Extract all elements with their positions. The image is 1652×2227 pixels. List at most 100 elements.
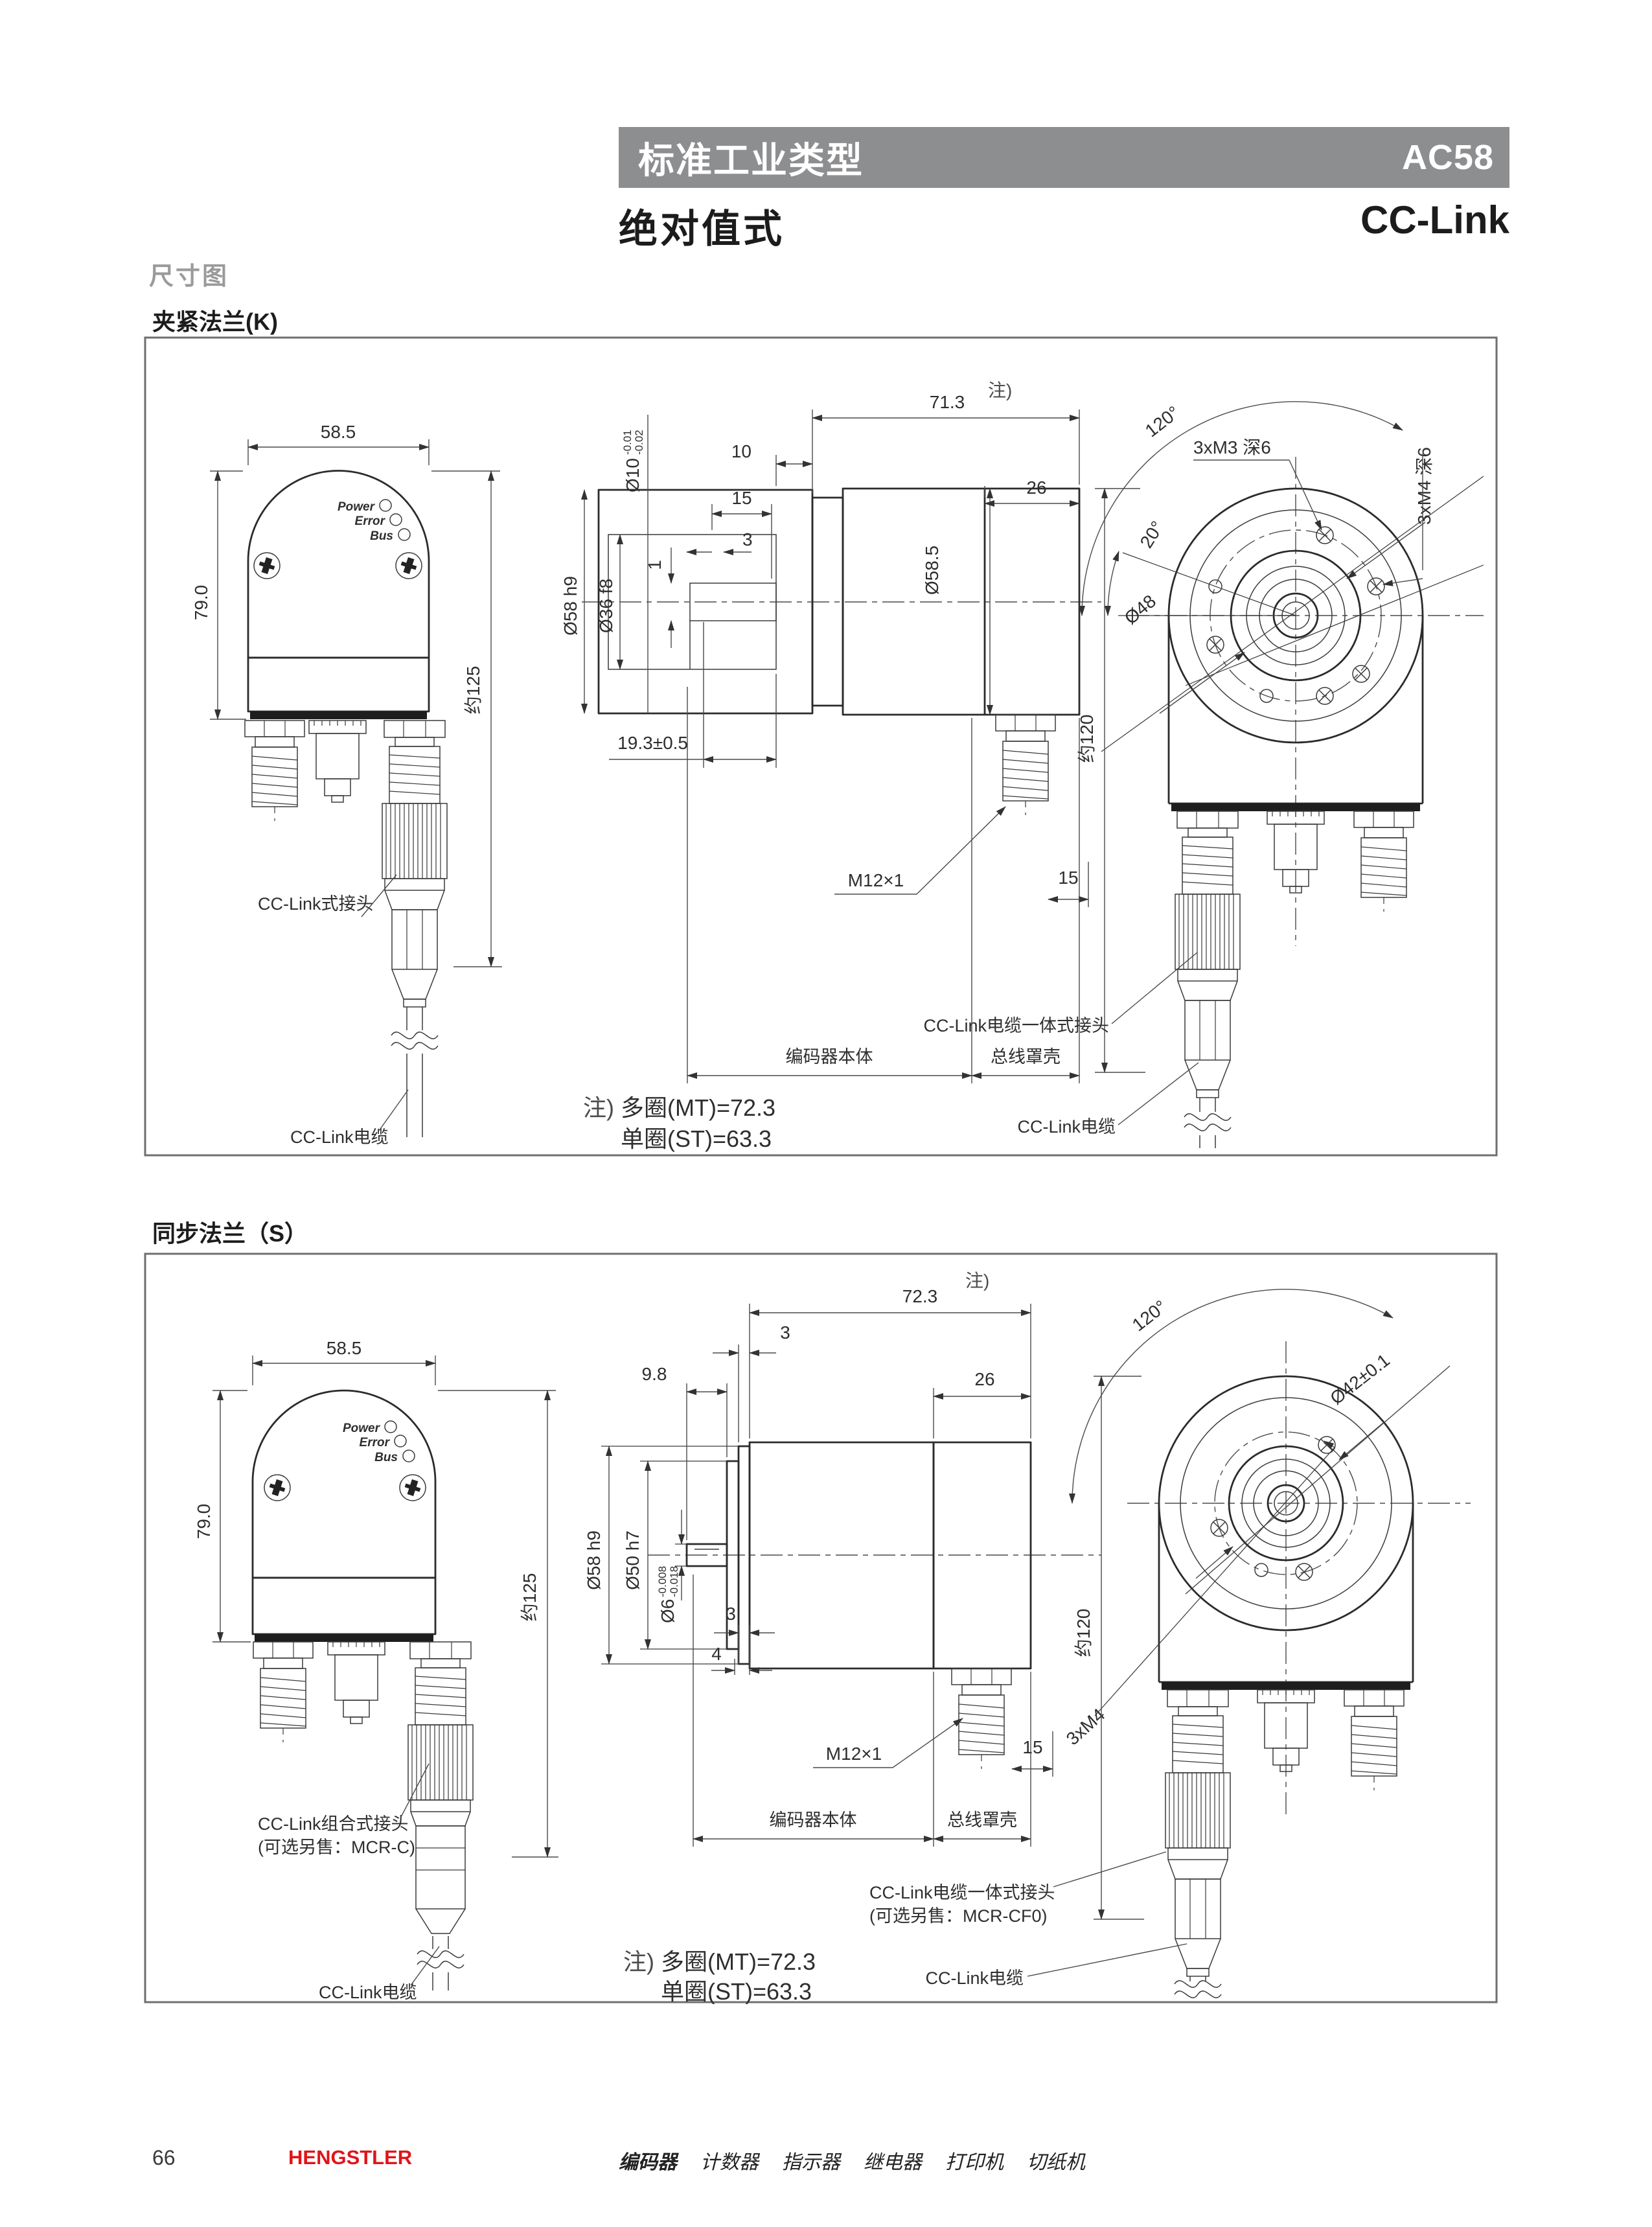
page-number: 66: [152, 2146, 176, 2169]
footer-item: 继电器: [864, 2152, 922, 2173]
footer-item: 打印机: [945, 2152, 1004, 2173]
svg-text:CC-Link电缆一体式接头: CC-Link电缆一体式接头: [869, 1883, 1055, 1902]
dim-flange-dia: Ø58 h9: [560, 489, 588, 714]
cable: [417, 1936, 465, 1990]
svg-text:19.3±0.5: 19.3±0.5: [617, 733, 688, 753]
svg-text:Ø36 f8: Ø36 f8: [596, 579, 616, 633]
footer-item: 编码器: [619, 2152, 677, 2173]
dim-shaft-dia: Ø10 -0.01 -0.02: [621, 415, 648, 713]
svg-text:编码器本体: 编码器本体: [786, 1047, 873, 1067]
svg-text:单圈(ST)=63.3: 单圈(ST)=63.3: [661, 1978, 812, 2004]
svg-text:CC-Link电缆: CC-Link电缆: [1017, 1117, 1116, 1137]
svg-text:15: 15: [1058, 868, 1078, 888]
svg-text:-0.008: -0.008: [656, 1566, 669, 1597]
svg-text:10: 10: [731, 441, 751, 461]
svg-text:CC-Link电缆: CC-Link电缆: [925, 1968, 1024, 1988]
svg-text:15: 15: [1022, 1737, 1042, 1757]
header-subtitle: 绝对值式: [619, 207, 785, 251]
dimension-section-label: 尺寸图: [149, 263, 229, 290]
svg-text:Ø58 h9: Ø58 h9: [584, 1530, 604, 1590]
dim-approx125: 约125: [431, 470, 502, 967]
label-cable: CC-Link电缆: [1017, 1062, 1199, 1137]
dim-4: 4: [711, 1644, 772, 1675]
header-type-label: 标准工业类型: [638, 139, 864, 181]
cable: [1184, 1098, 1232, 1148]
svg-text:多圈(MT)=72.3: 多圈(MT)=72.3: [661, 1948, 816, 1975]
svg-text:CC-Link式接头: CC-Link式接头: [258, 894, 374, 914]
led-bus-label: Bus: [370, 529, 393, 543]
header-subrow: 绝对值式 CC-Link: [619, 198, 1509, 254]
label-connector: CC-Link组合式接头 (可选另售：MCR-C): [258, 1763, 430, 1857]
label-connector: CC-Link式接头: [258, 874, 397, 917]
dim-9-8: 9.8: [642, 1364, 728, 1540]
dim-conn-15: 15: [1048, 862, 1089, 907]
svg-text:58.5: 58.5: [321, 422, 356, 442]
label-cable-connector: CC-Link电缆一体式接头 (可选另售：MCR-CF0): [869, 1851, 1167, 1926]
led-bus-label: Bus: [374, 1451, 398, 1464]
cable: [391, 1007, 439, 1137]
svg-text:约125: 约125: [463, 666, 483, 715]
dim-total-72-3: 72.3 注): [749, 1271, 1031, 1438]
box2-left-view: Power Error Bus 58.5 79.0: [194, 1338, 558, 2002]
section-title-synchro-flange: 同步法兰（S）: [152, 1220, 308, 1247]
dim-total-71-3: 71.3 注): [812, 380, 1080, 494]
svg-text:71.3: 71.3: [930, 392, 965, 412]
svg-text:M12×1: M12×1: [826, 1744, 882, 1764]
svg-text:多圈(MT)=72.3: 多圈(MT)=72.3: [621, 1094, 775, 1121]
svg-text:CC-Link电缆: CC-Link电缆: [319, 1983, 417, 2002]
svg-text:CC-Link电缆: CC-Link电缆: [290, 1127, 389, 1147]
svg-text:26: 26: [974, 1369, 994, 1389]
led-error-label: Error: [355, 514, 386, 528]
dim-body-dia: Ø58.5: [922, 488, 993, 715]
dim-58-5: 58.5: [247, 422, 430, 465]
box2-note: 注) 多圈(MT)=72.3 单圈(ST)=63.3: [623, 1948, 816, 2004]
svg-text:Ø6: Ø6: [658, 1599, 678, 1623]
header-model: AC58: [1401, 138, 1494, 177]
dim-cover-26: 26: [933, 1369, 1031, 1438]
header-bar: 标准工业类型 AC58: [619, 127, 1509, 188]
dim-1: 1: [645, 548, 674, 648]
header-bus-name: CC-Link: [1360, 198, 1509, 242]
dim-pilot-dia: Ø50 h7: [623, 1460, 727, 1650]
box2-middle-view: Ø58 h9 Ø50 h7 Ø6 -0.008 -0.018: [584, 1271, 1101, 1847]
dim-19-3: 19.3±0.5: [609, 622, 777, 768]
dim-15: 15: [711, 488, 772, 579]
svg-text:注): 注): [965, 1271, 989, 1291]
label-cable: CC-Link电缆: [290, 1089, 409, 1147]
dim-79-0: 79.0: [194, 1390, 251, 1643]
dim-conn-15: 15: [1011, 1731, 1053, 1777]
svg-text:4: 4: [711, 1644, 722, 1664]
svg-text:1: 1: [645, 560, 665, 570]
dim-body-cover-labels: 编码器本体 总线罩壳: [687, 687, 1080, 1083]
dim-shaft-dia: Ø6 -0.008 -0.018: [656, 1510, 687, 1623]
cable: [1174, 1976, 1222, 1998]
dim-3b: 3: [714, 1604, 775, 1668]
box1-left-view: Power Error Bus 58.5 79: [191, 422, 502, 1147]
svg-text:约125: 约125: [520, 1573, 540, 1622]
clamping-flange-drawing: Power Error Bus 58.5 79: [144, 336, 1498, 1157]
svg-text:总线罩壳: 总线罩壳: [947, 1810, 1017, 1830]
dim-approx120: 约120: [1073, 1376, 1144, 1920]
svg-text:Ø10: Ø10: [623, 458, 643, 492]
dim-plate-3: 3: [713, 1322, 790, 1442]
label-3xm3: 3xM3 深6: [1193, 437, 1322, 531]
footer-item: 指示器: [782, 2152, 840, 2173]
svg-text:9.8: 9.8: [642, 1364, 667, 1384]
svg-text:CC-Link组合式接头: CC-Link组合式接头: [258, 1814, 409, 1834]
svg-text:(可选另售：MCR-CF0): (可选另售：MCR-CF0): [869, 1906, 1047, 1926]
svg-text:Ø50 h7: Ø50 h7: [623, 1530, 643, 1590]
label-cable: CC-Link电缆: [319, 1946, 440, 2002]
svg-text:编码器本体: 编码器本体: [770, 1810, 857, 1830]
box1-note: 注) 多圈(MT)=72.3 单圈(ST)=63.3: [583, 1094, 775, 1152]
dim-79-0: 79.0: [191, 470, 246, 720]
dim-flange-dia: Ø58 h9: [584, 1446, 739, 1665]
dim-hub-dia: Ø36 f8: [596, 534, 623, 670]
led-power-label: Power: [343, 1422, 381, 1435]
dim-10: 10: [731, 441, 813, 486]
label-m12-thread: M12×1: [834, 806, 1006, 895]
svg-text:3: 3: [742, 529, 753, 549]
svg-text:3xM3 深6: 3xM3 深6: [1193, 437, 1271, 457]
label-3xm4: 3xM4 深6: [1382, 447, 1434, 586]
svg-text:26: 26: [1026, 478, 1046, 498]
